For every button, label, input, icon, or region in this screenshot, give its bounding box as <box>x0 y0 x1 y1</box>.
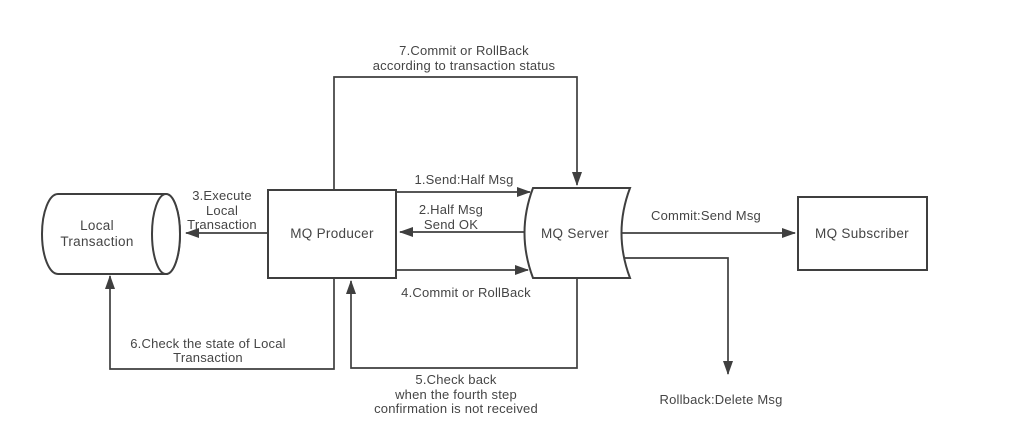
node-mq-server: MQ Server <box>523 187 632 279</box>
node-mq-subscriber: MQ Subscriber <box>797 196 928 271</box>
local-transaction-label-line2: Transaction <box>60 234 133 249</box>
edge-3-label-line2: Local <box>206 203 238 218</box>
edge-5-label-line2: when the fourth step <box>394 387 517 402</box>
node-mq-producer: MQ Producer <box>267 189 397 279</box>
edge-commit-label: Commit:Send Msg <box>651 208 761 223</box>
edge-rollback-delete-msg-arrow <box>618 257 733 375</box>
edge-2-label-line2: Send OK <box>424 217 478 232</box>
edge-2-label-line1: 2.Half Msg <box>419 202 483 217</box>
edge-rollback-label: Rollback:Delete Msg <box>659 392 782 407</box>
mq-subscriber-box <box>797 196 928 271</box>
mq-server-shape <box>523 187 632 279</box>
edge-6-label-line2: Transaction <box>173 350 243 365</box>
edge-6-check-state-arrow <box>105 275 335 370</box>
edge-5-label-line3: confirmation is not received <box>374 401 538 416</box>
mq-subscriber-label: MQ Subscriber <box>815 226 909 241</box>
edge-7-label-line2: according to transaction status <box>373 58 556 73</box>
mq-server-label: MQ Server <box>541 226 609 241</box>
edge-6-label-line1: 6.Check the state of Local <box>130 336 286 351</box>
edge-5-label-line1: 5.Check back <box>415 372 496 387</box>
edge-3-label-line1: 3.Execute <box>192 188 252 203</box>
node-local-transaction: Local Transaction <box>41 193 181 275</box>
mq-producer-box <box>267 189 397 279</box>
edge-4-label: 4.Commit or RollBack <box>401 285 531 300</box>
edge-7-commit-rollback-by-status-arrow <box>333 76 582 190</box>
edge-5-check-back-arrow <box>346 278 578 369</box>
edge-3-label-line3: Transaction <box>187 217 257 232</box>
local-transaction-cylinder-cap <box>151 193 181 275</box>
local-transaction-label-line1: Local <box>80 218 114 233</box>
edge-7-label-line1: 7.Commit or RollBack <box>399 43 529 58</box>
edge-1-label: 1.Send:Half Msg <box>414 172 513 187</box>
mq-producer-label: MQ Producer <box>290 226 374 241</box>
